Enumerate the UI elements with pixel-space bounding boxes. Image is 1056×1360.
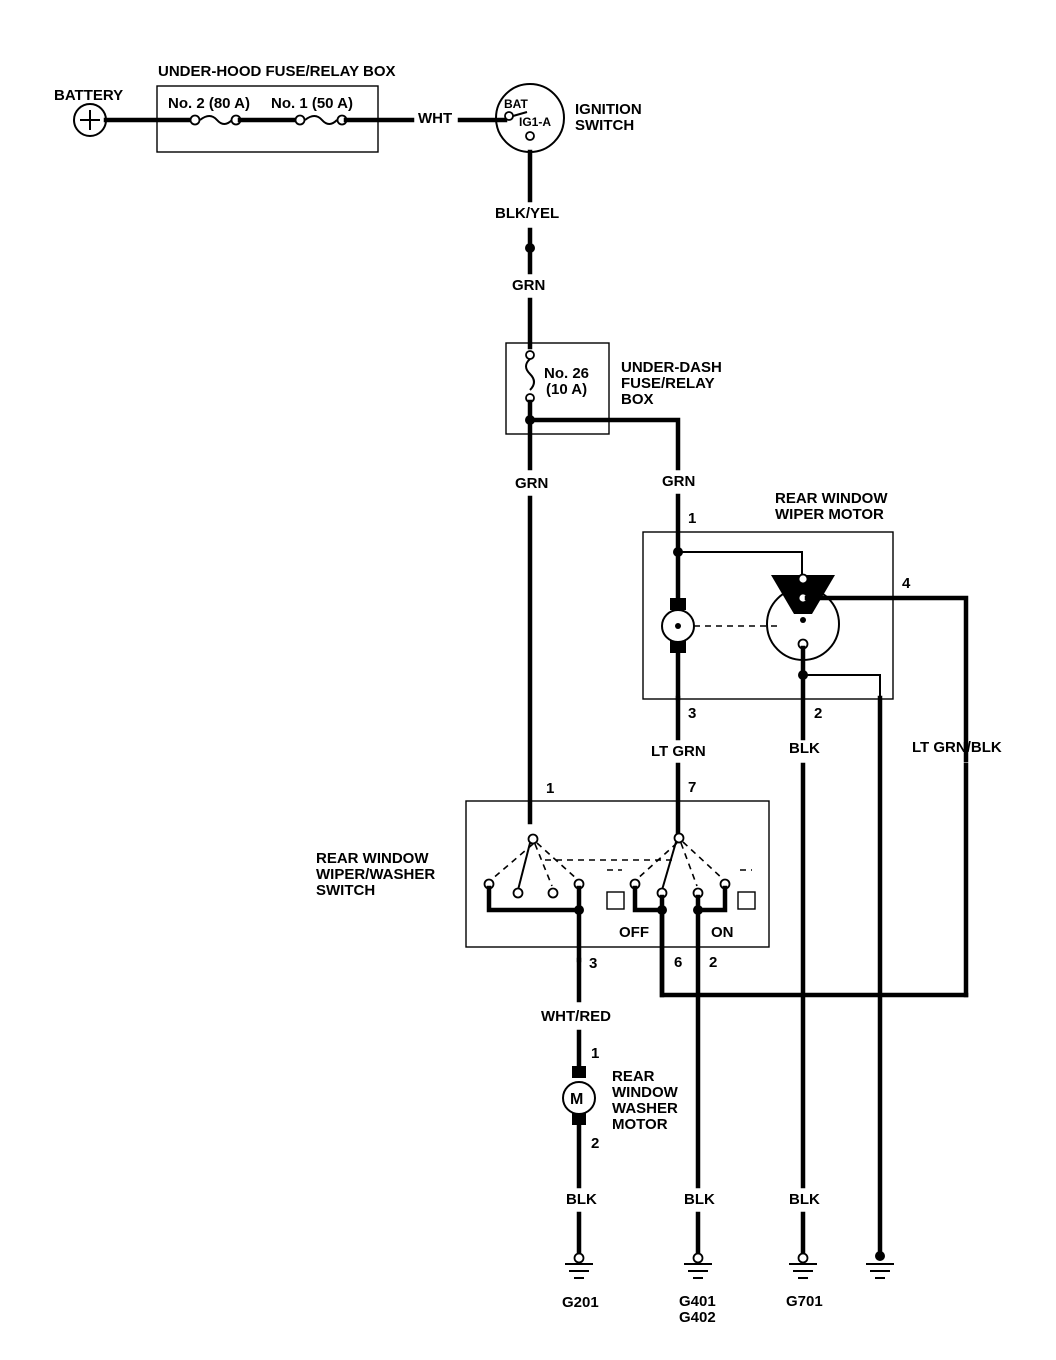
wire-grn-left-label: GRN [515,475,548,492]
under-dash-label-3: BOX [621,391,654,408]
wire-grn-top-label: GRN [512,277,545,294]
ground-g201: G201 [562,1252,599,1311]
under-dash-label-1: UNDER-DASH [621,359,722,376]
fuse-no26-label-2: (10 A) [546,381,587,398]
ground-direct [866,1251,894,1279]
wire-lt-grn-label: LT GRN [651,743,706,760]
under-hood-box-label: UNDER-HOOD FUSE/RELAY BOX [158,63,396,80]
bat-label: BAT [504,97,528,111]
under-hood-fuse-box: UNDER-HOOD FUSE/RELAY BOX No. 2 (80 A) N… [156,63,396,153]
pin-washer-2: 2 [591,1135,599,1152]
fuse-no1-label: No. 1 (50 A) [271,95,353,112]
pin-motor-1: 1 [688,510,696,527]
g402-label: G402 [679,1309,716,1326]
battery: BATTERY [54,87,123,137]
ground-g401-g402: G401 G402 [679,1252,716,1326]
wire-grn-right [527,417,681,471]
pin-motor-2: 2 [814,705,822,722]
ignition-switch: BAT IG1-A IGNITION SWITCH [495,83,642,153]
fuse-no26-label-1: No. 26 [544,365,589,382]
g401-label: G401 [679,1293,716,1310]
switch-label-2: WIPER/WASHER [316,866,435,883]
wire-blk-g401-label: BLK [684,1191,715,1208]
washer-motor: M REAR WINDOW WASHER MOTOR [562,1066,679,1133]
wire-blk-g701-label: BLK [789,1191,820,1208]
switch-label-1: REAR WINDOW [316,850,429,867]
switch-label-3: SWITCH [316,882,375,899]
wiper-motor-label-1: REAR WINDOW [775,490,888,507]
wire-wht-red-label: WHT/RED [541,1008,611,1025]
ignition-label-1: IGNITION [575,101,642,118]
pin-washer-1: 1 [591,1045,599,1062]
pin-sw-7: 7 [688,779,696,796]
off-label: OFF [619,924,649,941]
washer-label-2: WINDOW [612,1084,679,1101]
pin-motor-3: 3 [688,705,696,722]
ignition-label-2: SWITCH [575,117,634,134]
under-dash-label-2: FUSE/RELAY [621,375,715,392]
wire-wht-label: WHT [418,110,452,127]
fuse-no2-label: No. 2 (80 A) [168,95,250,112]
g701-label: G701 [786,1293,823,1310]
ig1a-label: IG1-A [519,115,551,129]
rear-wiper-motor: REAR WINDOW WIPER MOTOR 4 [642,490,969,763]
washer-label-1: REAR [612,1068,655,1085]
battery-label: BATTERY [54,87,123,104]
pin-sw-2: 2 [709,954,717,971]
rear-wiper-washer-switch: REAR WINDOW WIPER/WASHER SWITCH [316,800,770,1189]
wire-blk-yel-label: BLK/YEL [495,205,559,222]
wire-lt-grn-blk-label: LT GRN/BLK [912,739,1002,756]
wiper-motor-label-2: WIPER MOTOR [775,506,884,523]
pin-sw-6: 6 [674,954,682,971]
washer-label-4: MOTOR [612,1116,668,1133]
wire-grn-right-label: GRN [662,473,695,490]
under-dash-fuse-box: No. 26 (10 A) UNDER-DASH FUSE/RELAY BOX [505,342,722,435]
wire-blk-motor-label: BLK [789,740,820,757]
ground-g701: G701 [786,1252,823,1310]
wire-blk-g201-label: BLK [566,1191,597,1208]
pin-sw-3: 3 [589,955,597,972]
on-label: ON [711,924,734,941]
pin-sw-1: 1 [546,780,554,797]
pin-motor-4: 4 [902,575,911,592]
washer-label-3: WASHER [612,1100,678,1117]
motor-m-label: M [570,1091,583,1108]
g201-label: G201 [562,1294,599,1311]
